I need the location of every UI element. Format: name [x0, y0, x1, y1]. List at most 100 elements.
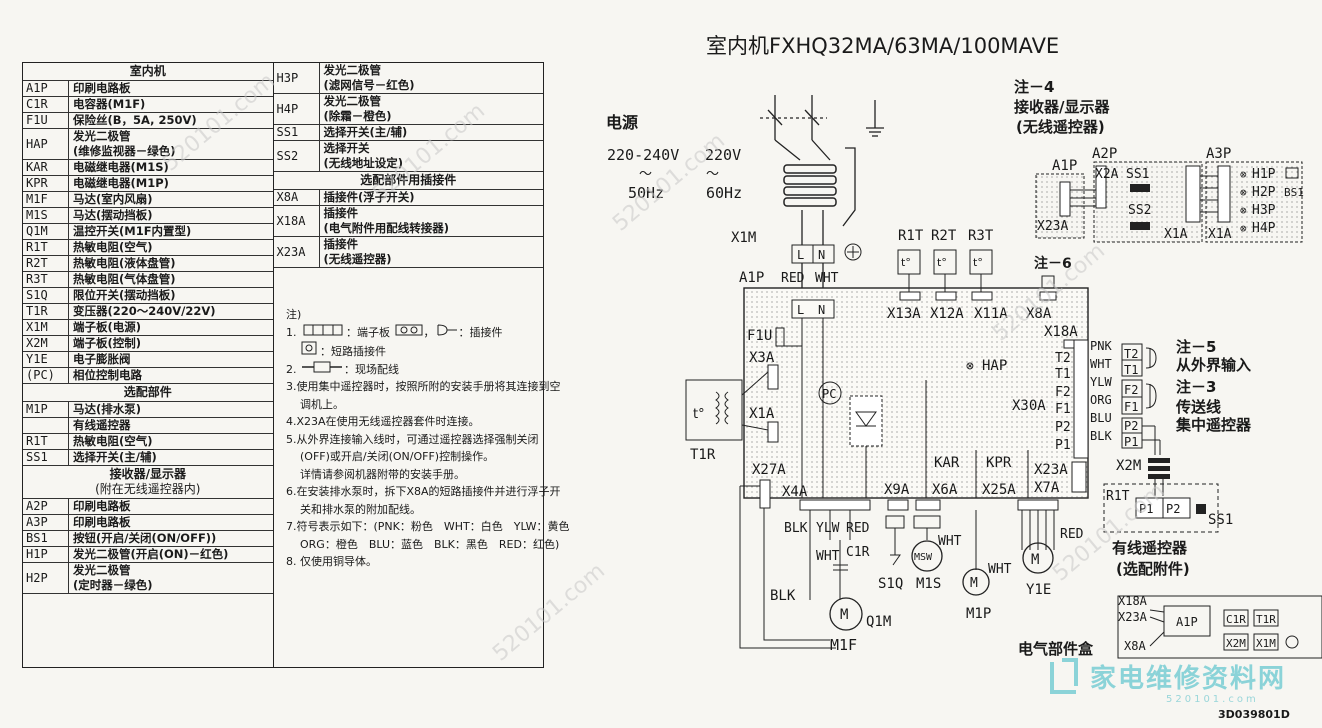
- legend-row: 有线遥控器: [23, 418, 273, 434]
- note-2: 2. ：现场配线: [286, 361, 656, 379]
- s1q-label: S1Q: [878, 576, 903, 592]
- a1p-n: N: [818, 303, 825, 317]
- legend-code: SS1: [274, 125, 320, 140]
- box-x18a: X18A: [1118, 594, 1148, 608]
- note-7b: ORG：橙色 BLU：蓝色 BLK：黑色 RED：红色): [300, 537, 560, 551]
- note-2-text: ：现场配线: [344, 362, 399, 376]
- logo-mark-icon: [1046, 656, 1090, 696]
- legend-description: 发光二极管(滤网信号－红色): [320, 63, 543, 93]
- a1p-label: A1P: [739, 270, 764, 286]
- legend-row: (PC)相位控制电路: [23, 368, 273, 384]
- x23a-label: X23A: [1034, 462, 1068, 478]
- legend-description-sub: (电气附件用配线转接器): [323, 221, 450, 235]
- box-a1p: [1163, 605, 1211, 637]
- receiver-x2a-connector: [1095, 165, 1107, 209]
- note-2-num: 2.: [286, 362, 297, 376]
- thermistors: R1T R2T R3T t° t° t°: [897, 228, 994, 301]
- x1m-l: L: [797, 248, 804, 262]
- legend-description: 印刷电路板: [69, 515, 273, 530]
- a1p-t2: T2: [1055, 351, 1071, 366]
- legend-code: X23A: [274, 237, 320, 267]
- svg-text:t°: t°: [973, 256, 983, 269]
- legend-description-text: 马达(摆动挡板): [73, 208, 153, 222]
- m1p-motor: [962, 568, 990, 596]
- legend-section-title: 选配部件: [123, 385, 172, 399]
- legend-description: 插接件(无线遥控器): [320, 237, 543, 267]
- wire-ylw: YLW: [1090, 375, 1112, 389]
- x1a-label: X1A: [749, 406, 775, 422]
- legend-description-text: 选择开关(主/辅): [323, 125, 408, 139]
- logo-text: 家电维修资料网: [1090, 663, 1287, 694]
- legend-description: 发光二极管(除霜－橙色): [320, 94, 543, 124]
- legend-description: 温控开关(M1F内置型): [69, 224, 273, 239]
- x2m-ferrite: [1148, 458, 1170, 479]
- legend-description-text: 发光二极管: [73, 129, 131, 143]
- triac-block: [849, 395, 883, 447]
- box-x23a: X23A: [1118, 610, 1148, 624]
- receiver-ss1-switch: [1130, 184, 1150, 192]
- legend-description: 变压器(220～240V/22V): [69, 304, 273, 319]
- legend-description: 电磁继电器(M1S): [69, 160, 273, 175]
- receiver-ss2-switch: [1130, 222, 1150, 230]
- receiver-h4p: H4P: [1252, 221, 1276, 236]
- note-5b: (OFF)或开启/关闭(ON/OFF)控制操作。: [300, 450, 495, 463]
- legend-code: M1P: [23, 402, 69, 417]
- legend-description: 马达(摆动挡板): [69, 208, 273, 223]
- electrical-box: [1117, 595, 1322, 659]
- legend-description-text: 保险丝(B，5A, 250V): [73, 113, 197, 127]
- receiver-ss1: SS1: [1126, 167, 1149, 182]
- svg-text:t°: t°: [901, 256, 911, 269]
- kar-label: KAR: [934, 455, 960, 471]
- wire-red-y1e: RED: [1060, 527, 1084, 542]
- note-5a: 5.从外界连接输入线时，可通过遥控器选择强制关闭: [286, 432, 539, 446]
- legend-description: 热敏电阻(空气): [69, 434, 273, 449]
- box-c1r: [1223, 609, 1249, 627]
- x8a-short-plug: [1041, 275, 1055, 289]
- ext-p2: P2: [1124, 419, 1138, 433]
- legend-section-header: 选配部件: [23, 384, 273, 402]
- note-1: 1. ：端子板 ，：插接件: [286, 324, 656, 342]
- m1p-motor-m: M: [970, 576, 978, 591]
- note-3a: 3.使用集中遥控器时，按照所附的安装手册将其连接到空: [286, 380, 561, 393]
- y1e-motor-m: M: [1031, 552, 1039, 568]
- legend-code: H4P: [274, 94, 320, 124]
- receiver-x23a: X23A: [1037, 219, 1068, 234]
- note-1-num: 1.: [286, 325, 297, 339]
- wire-blk-m1f: BLK: [784, 521, 808, 536]
- receiver-bs1: BS1: [1284, 186, 1304, 199]
- power-freq-1: 50Hz: [628, 184, 664, 202]
- legend-description-text: 相位控制电路: [73, 368, 142, 382]
- legend-description: 发光二极管(维修监视器－绿色): [69, 129, 273, 159]
- x27a-connector: [759, 479, 771, 509]
- legend-description-text: 有线遥控器: [73, 418, 131, 432]
- note-4-label: 注－4: [1014, 78, 1054, 96]
- y1e-label: Y1E: [1026, 582, 1051, 598]
- m1p-label: M1P: [966, 606, 991, 622]
- legend-code: X2M: [23, 336, 69, 351]
- legend-description-text: 选择开关(主/辅): [73, 450, 157, 464]
- note-1-short: ：短路插接件: [286, 341, 656, 361]
- legend-description-text: 马达(室内风扇): [73, 192, 153, 206]
- legend-description: 电磁继电器(M1P): [69, 176, 273, 191]
- note-7a: 7.符号表示如下：(PNK：粉色 WHT：白色 YLW：黄色: [286, 520, 570, 533]
- m1s-motor: [911, 540, 943, 572]
- x4a-label: X4A: [782, 484, 808, 500]
- ext-p1: P1: [1124, 435, 1138, 449]
- x25a-label: X25A: [982, 482, 1016, 498]
- ext-f1: F1: [1124, 400, 1138, 414]
- wire-wht-label: WHT: [815, 271, 839, 286]
- legend-description-text: 温控开关(M1F内置型): [73, 224, 192, 238]
- t1r-transformer: [685, 371, 769, 441]
- legend-description-sub: (维修监视器－绿色): [73, 144, 176, 158]
